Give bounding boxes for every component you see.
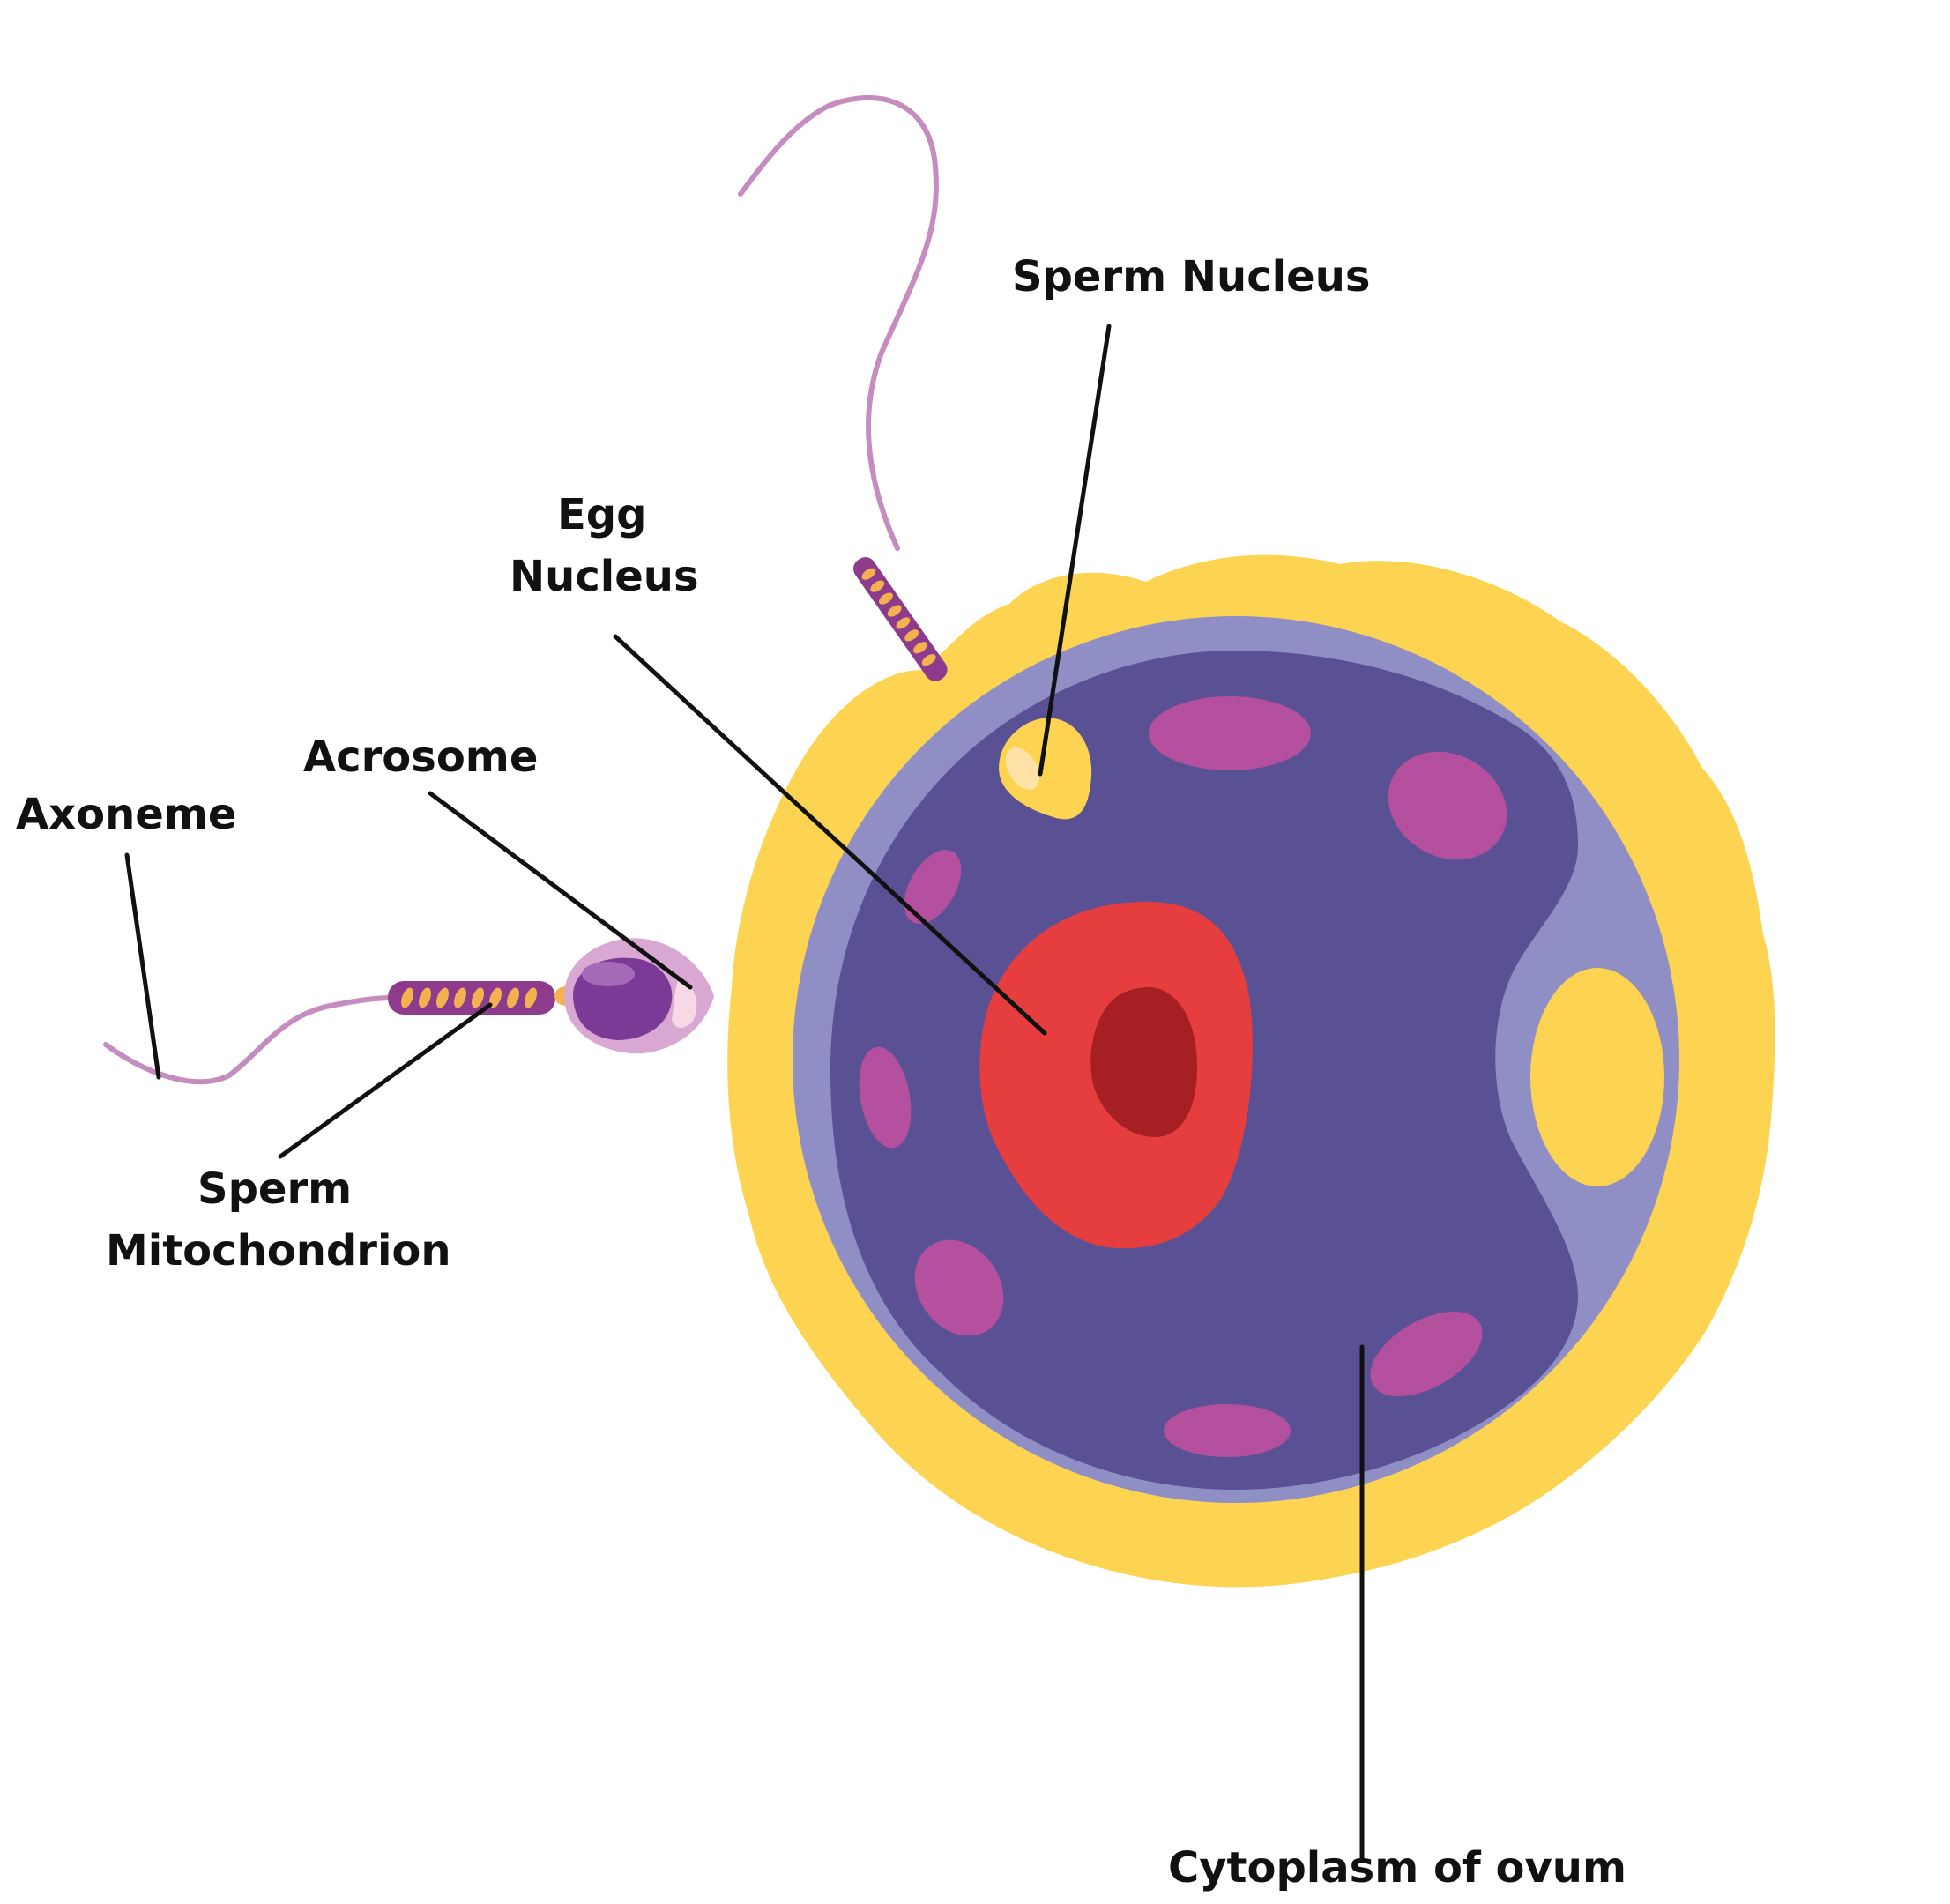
- left-sperm-head: [564, 938, 714, 1054]
- organelle: [914, 1239, 1004, 1336]
- upper-sperm-tail: [738, 94, 939, 551]
- mitochondrion-leader: [278, 1002, 493, 1159]
- organelle: [859, 1046, 912, 1149]
- sperm-nucleus-leader: [1038, 324, 1112, 777]
- upper-sperm-midpiece: [853, 557, 948, 681]
- organelle: [1164, 1404, 1291, 1457]
- axoneme-leader: [124, 852, 161, 1080]
- acrosome-leader: [428, 791, 693, 990]
- leader-lines: [124, 324, 1365, 1863]
- sperm-nucleus-label: Sperm Nucleus: [1012, 252, 1370, 301]
- egg-nucleus-label-line2: Nucleus: [510, 552, 699, 601]
- organelle: [1388, 751, 1507, 860]
- nucleolus: [1090, 986, 1197, 1137]
- cytoplasm-label: Cytoplasm of ovum: [1168, 1843, 1626, 1893]
- sperm-nucleus-highlight: [1006, 747, 1039, 790]
- acrosome-cap: [672, 978, 697, 1029]
- left-sperm-midpiece: [388, 981, 577, 1015]
- sperm-mitochondrion-label-line2: Mitochondrion: [106, 1226, 451, 1276]
- sperm-nucleus-in-egg: [999, 718, 1092, 820]
- egg-nucleus-leader: [613, 634, 1047, 1036]
- acrosome-label: Acrosome: [303, 733, 538, 782]
- egg-nucleus-label-line1: Egg: [557, 490, 647, 539]
- organelles: [859, 696, 1507, 1457]
- yellow-vacuole: [1530, 968, 1664, 1186]
- left-sperm-tail: [103, 995, 395, 1085]
- organelle: [1370, 1311, 1483, 1397]
- organelle: [904, 850, 962, 924]
- organelle: [1149, 696, 1311, 770]
- labels: Sperm Nucleus Egg Nucleus Acrosome Axone…: [16, 252, 1626, 1893]
- sperm-mitochondrion-label-line1: Sperm: [197, 1164, 352, 1214]
- axoneme-label: Axoneme: [16, 790, 236, 839]
